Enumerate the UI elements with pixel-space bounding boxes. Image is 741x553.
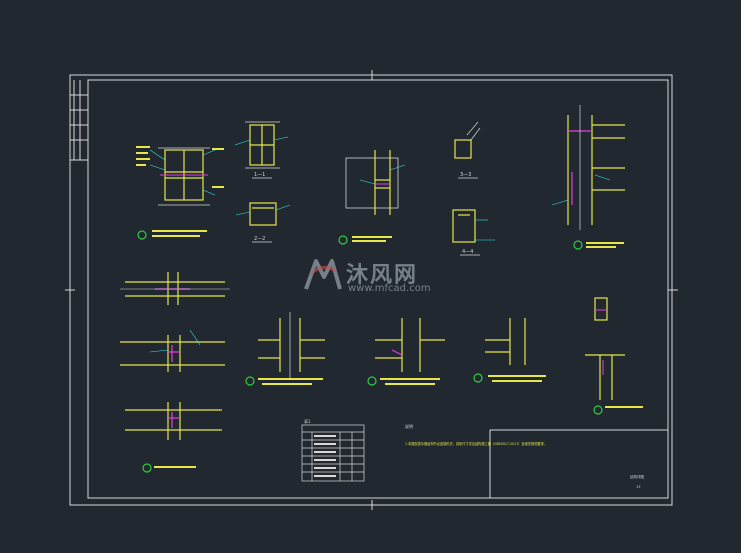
watermark-url: www.mfcad.com — [348, 283, 431, 294]
detail-5-column-joint[interactable] — [136, 146, 224, 240]
detail-8-beam-splice[interactable] — [120, 272, 230, 305]
detail-11-beam-column[interactable] — [245, 312, 325, 386]
detail-10-beam-connection[interactable] — [125, 402, 222, 473]
sheet-frame — [65, 70, 678, 510]
detail-7-column-joint[interactable] — [551, 105, 625, 250]
notes-heading: 说明 — [405, 423, 413, 429]
detail-6-column-joint[interactable] — [338, 150, 406, 245]
bolt-table[interactable]: 表1 — [301, 418, 365, 482]
table-heading: 表1 — [304, 418, 311, 424]
watermark: 沐风网 www.mfcad.com — [302, 255, 452, 305]
sheet-number: 13 — [636, 485, 640, 489]
section-label-1-1: 1—1 — [254, 172, 265, 178]
mfcad-logo-icon — [304, 259, 342, 290]
title-block-label: 结构详图 — [630, 474, 644, 479]
drawing-notes: 说明 1.本图仅表示钢结构节点连接形式，具体尺寸详见结构施工图（GB50017-… — [405, 423, 547, 446]
title-block[interactable]: 结构详图 13 — [630, 474, 644, 489]
section-1-1[interactable]: 1—1 — [234, 121, 289, 179]
detail-9-beam-connection[interactable] — [120, 329, 225, 372]
detail-right-column-base[interactable] — [585, 297, 643, 415]
section-3-3[interactable]: 3—3 — [454, 121, 481, 179]
detail-12-beam-column[interactable] — [367, 318, 445, 386]
section-2-2[interactable]: 2—2 — [235, 202, 291, 243]
section-4-4[interactable]: 4—4 — [452, 209, 495, 256]
detail-13-beam-column[interactable] — [473, 318, 546, 383]
section-label-3-3: 3—3 — [460, 172, 471, 178]
watermark-brand: 沐风网 — [346, 263, 419, 288]
notes-text: 1.本图仅表示钢结构节点连接形式，具体尺寸详见结构施工图（GB50017-201… — [405, 441, 547, 446]
section-label-4-4: 4—4 — [462, 249, 473, 255]
section-label-2-2: 2—2 — [254, 236, 265, 242]
